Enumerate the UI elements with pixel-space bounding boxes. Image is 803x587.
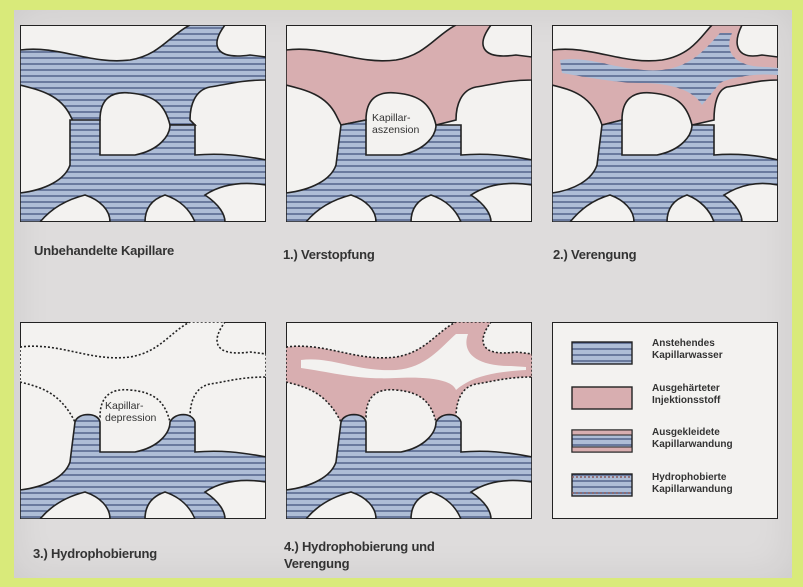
caption-verengung: 2.) Verengung (553, 246, 636, 263)
panel-unbehandelt (20, 25, 266, 222)
panel-hydrophobierung-verengung (286, 322, 532, 519)
caption-hydrophobierung-verengung: 4.) Hydrophobierung und Verengung (284, 538, 435, 572)
panel-verengung (552, 25, 778, 222)
injection-swatch (572, 387, 632, 409)
hydrophobic-wall-swatch (572, 474, 632, 496)
kapillaraszension-label: Kapillar- aszension (372, 112, 419, 136)
caption-hydrophobierung: 3.) Hydrophobierung (33, 545, 157, 562)
water-swatch (572, 342, 632, 364)
caption-verstopfung: 1.) Verstopfung (283, 246, 375, 263)
lined-wall-swatch (572, 430, 632, 452)
kapillardepression-label: Kapillar- depression (105, 400, 156, 424)
caption-unbehandelt: Unbehandelte Kapillare (34, 242, 174, 259)
